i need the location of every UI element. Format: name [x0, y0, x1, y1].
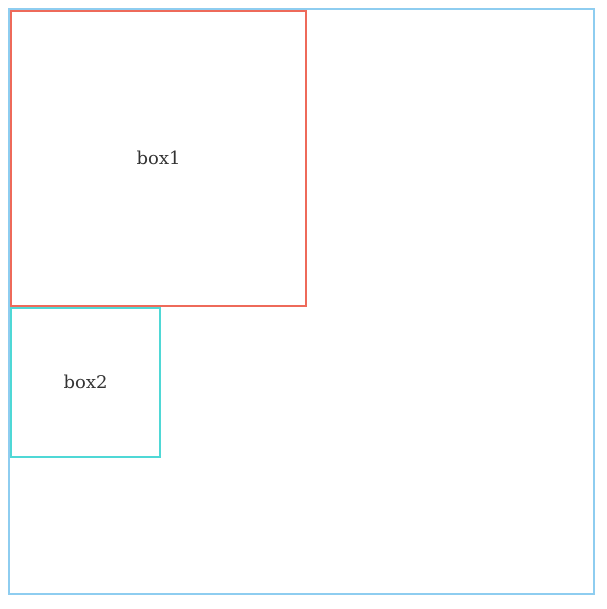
box2-label: box2: [63, 372, 108, 393]
box1: box1: [10, 10, 307, 307]
box2: box2: [10, 307, 161, 458]
box1-label: box1: [136, 148, 181, 169]
outer-container-box: [8, 8, 595, 595]
